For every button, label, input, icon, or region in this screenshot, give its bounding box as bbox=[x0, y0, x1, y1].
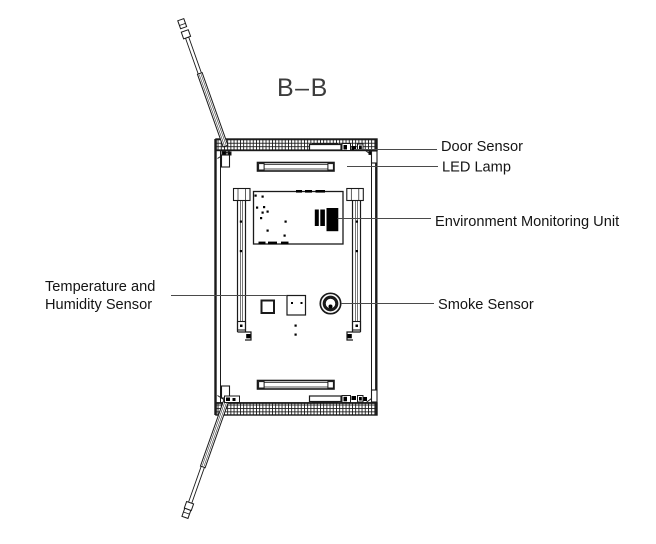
led-lamp-bar-bottom bbox=[256, 379, 335, 390]
label-door-sensor: Door Sensor bbox=[441, 139, 523, 155]
door-stay-rod-bottom bbox=[181, 398, 230, 520]
label-temperature-humidity-line1: Temperature and bbox=[45, 279, 155, 295]
door-sensor-assembly-top bbox=[308, 143, 364, 151]
leader-lines bbox=[171, 148, 438, 305]
right-wall bbox=[371, 139, 378, 415]
label-smoke-sensor: Smoke Sensor bbox=[438, 297, 534, 313]
board-screws bbox=[254, 194, 287, 237]
section-view-label: B–B bbox=[277, 74, 329, 102]
hinge-fitting-bottom-left bbox=[224, 395, 240, 403]
temperature-humidity-sensor bbox=[260, 299, 275, 314]
label-temperature-humidity-line2: Humidity Sensor bbox=[45, 297, 152, 313]
emu-module bbox=[314, 208, 339, 232]
door-sensor-assembly-bottom bbox=[308, 395, 367, 403]
mounting-rail-left bbox=[232, 187, 252, 341]
mounting-rail-right bbox=[346, 187, 364, 341]
label-environment-monitoring-unit: Environment Monitoring Unit bbox=[435, 214, 619, 230]
label-led-lamp: LED Lamp bbox=[442, 160, 511, 176]
bottom-wall-hatch bbox=[215, 402, 378, 416]
junction-box bbox=[286, 294, 307, 316]
led-lamp-bar-top bbox=[256, 161, 335, 172]
left-wall bbox=[214, 139, 221, 415]
environment-monitoring-board bbox=[252, 190, 344, 245]
smoke-sensor-device bbox=[319, 292, 342, 315]
mounting-holes bbox=[294, 324, 297, 336]
door-stay-rod-top bbox=[177, 17, 229, 148]
